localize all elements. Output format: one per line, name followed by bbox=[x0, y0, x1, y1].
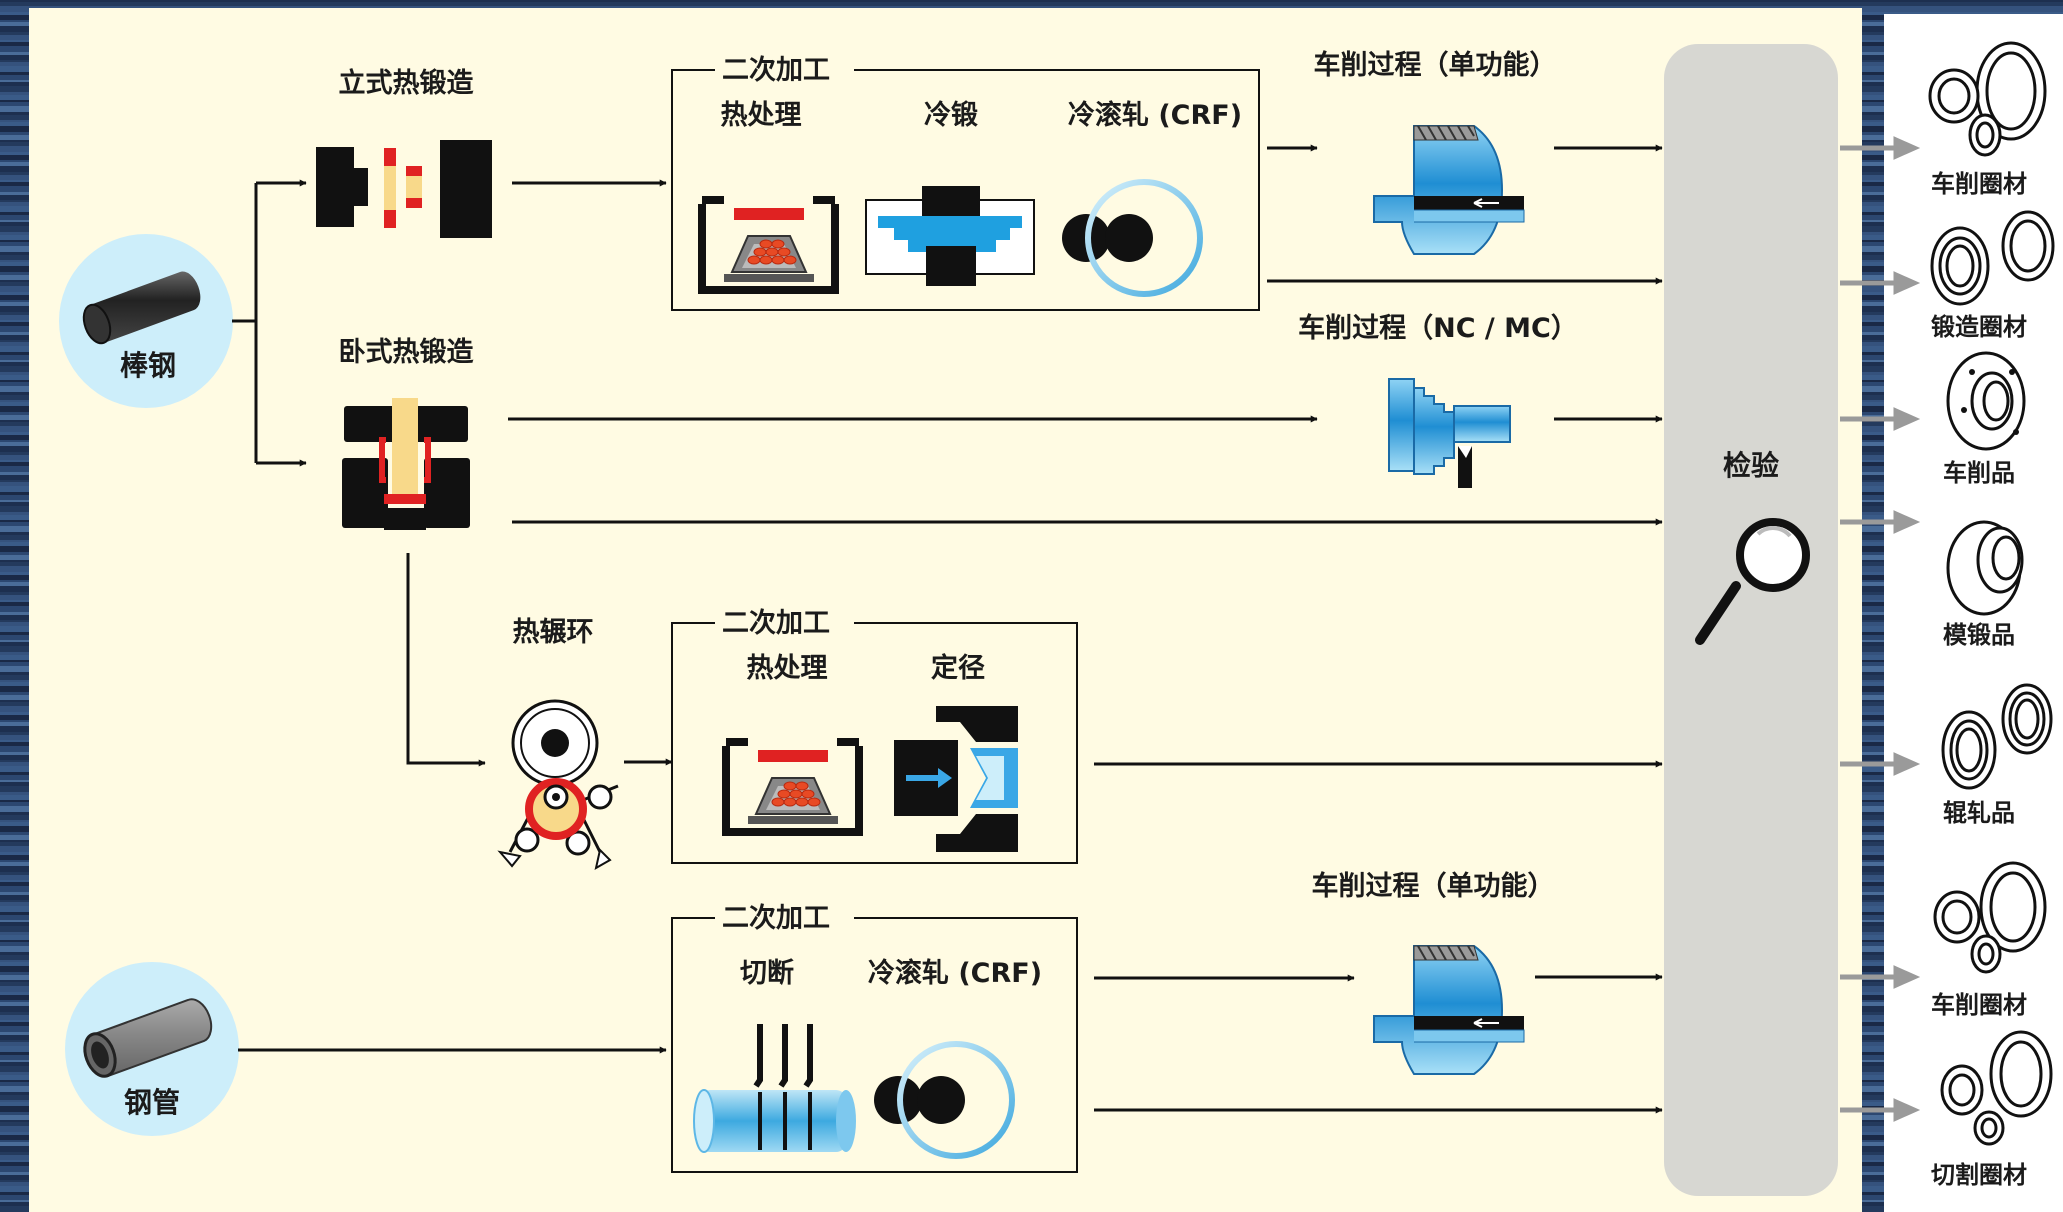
box1-title: 二次加工 bbox=[722, 55, 830, 86]
product-label-3: 车削品 bbox=[1943, 459, 2015, 487]
box3-title: 二次加工 bbox=[722, 903, 830, 934]
steel-tube-icon bbox=[83, 998, 213, 1078]
steel-tube-label: 钢管 bbox=[124, 1086, 180, 1119]
box1-crf-label: 冷滚轧 (CRF) bbox=[1068, 99, 1242, 131]
magnifier-icon bbox=[1695, 518, 1810, 645]
vertical-forging-icon bbox=[316, 140, 492, 238]
product-label-5: 辊轧品 bbox=[1943, 799, 2015, 827]
turning-single-bottom-icon bbox=[1373, 945, 1525, 1075]
horizontal-forging-icon bbox=[342, 398, 470, 530]
inspection-bar: 检验 bbox=[1664, 44, 1838, 1196]
rolled-ring-icon bbox=[1941, 683, 2053, 790]
secondary-processing-box-3: 二次加工 切断 冷滚轧 (CRF) bbox=[671, 903, 1078, 1173]
product-cut-ring: 切割圈材 bbox=[1931, 1030, 2053, 1189]
crf-icon-2 bbox=[874, 1044, 1012, 1156]
product-label-6: 车削圈材 bbox=[1931, 991, 2027, 1019]
product-arrows bbox=[1840, 136, 1921, 1122]
turned-part-icon bbox=[1946, 351, 2026, 451]
vertical-forging-label: 立式热锻造 bbox=[339, 67, 474, 99]
box2-sizing-label: 定径 bbox=[931, 652, 985, 684]
turning-single-top-icon bbox=[1373, 125, 1525, 255]
product-label-1: 车削圈材 bbox=[1931, 170, 2027, 198]
box1-heat-treatment-label: 热处理 bbox=[721, 100, 802, 131]
bar-steel-icon bbox=[82, 271, 201, 345]
flow-arrows bbox=[232, 144, 1663, 1114]
cold-forging-icon bbox=[865, 186, 1035, 286]
secondary-processing-box-2: 二次加工 热处理 定径 bbox=[671, 608, 1078, 864]
crf-icon bbox=[1062, 182, 1200, 294]
die-forged-icon bbox=[1946, 520, 2024, 616]
input-bar-steel: 棒钢 bbox=[59, 234, 233, 408]
product-forged-ring: 锻造圈材 bbox=[1930, 210, 2055, 341]
product-die-forged: 模锻品 bbox=[1943, 520, 2024, 649]
input-steel-tube: 钢管 bbox=[65, 962, 239, 1136]
turning-single-bottom-label: 车削过程（单功能） bbox=[1312, 870, 1555, 902]
product-label-7: 切割圈材 bbox=[1931, 1161, 2027, 1189]
turning-single-top-label: 车削过程（单功能） bbox=[1314, 49, 1557, 81]
product-label-4: 模锻品 bbox=[1943, 621, 2015, 649]
sizing-icon bbox=[894, 706, 1018, 852]
forged-ring-icon bbox=[1930, 210, 2055, 306]
box2-heat-treatment-label: 热处理 bbox=[747, 653, 828, 684]
furnace-icon bbox=[698, 196, 839, 290]
box3-crf-label: 冷滚轧 (CRF) bbox=[868, 957, 1042, 989]
box3-cutting-label: 切断 bbox=[740, 958, 794, 989]
cut-ring-icon bbox=[1940, 1030, 2053, 1146]
cutting-icon bbox=[693, 1024, 856, 1153]
furnace-icon-2 bbox=[722, 738, 863, 832]
turned-ring-icon bbox=[1928, 41, 2047, 157]
ring-rolling-label: 热辗环 bbox=[513, 616, 594, 648]
horizontal-forging-label: 卧式热锻造 bbox=[339, 337, 474, 368]
product-turned-part: 车削品 bbox=[1943, 351, 2026, 487]
secondary-processing-box-1: 二次加工 热处理 冷锻 冷滚轧 (CRF) bbox=[671, 55, 1260, 311]
box1-cold-forging-label: 冷锻 bbox=[924, 100, 978, 131]
product-turned-ring-2: 车削圈材 bbox=[1931, 861, 2047, 1019]
turning-nc-mc-label: 车削过程（NC / MC） bbox=[1298, 312, 1578, 344]
product-label-2: 锻造圈材 bbox=[1931, 313, 2027, 341]
turned-ring-icon-2 bbox=[1933, 861, 2047, 974]
inspection-label: 检验 bbox=[1723, 449, 1779, 482]
turning-nc-mc-icon bbox=[1388, 378, 1511, 488]
box2-title: 二次加工 bbox=[722, 608, 830, 639]
product-turned-ring: 车削圈材 bbox=[1928, 41, 2047, 198]
product-rolled: 辊轧品 bbox=[1941, 683, 2053, 827]
ring-rolling-icon bbox=[497, 699, 619, 870]
bar-steel-label: 棒钢 bbox=[120, 349, 176, 382]
